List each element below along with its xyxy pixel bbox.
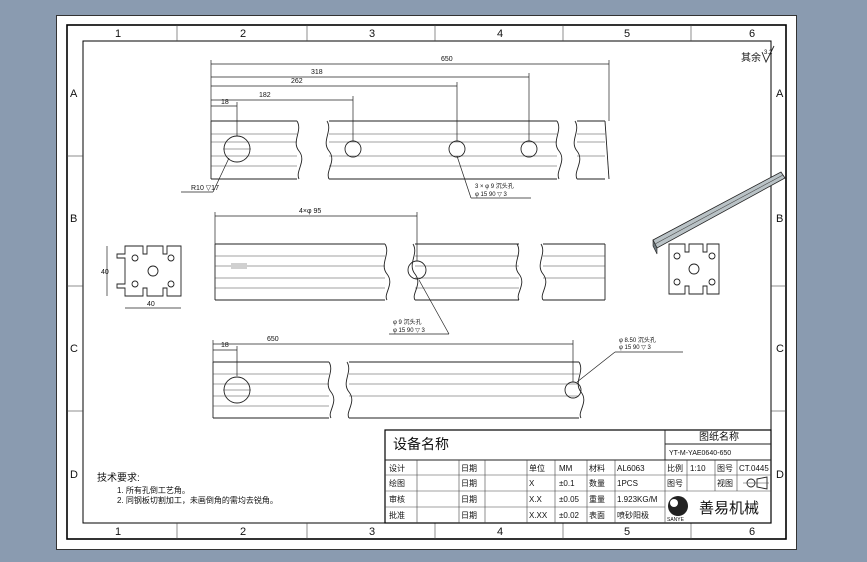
sheet-label: 视图 [717,478,733,488]
title-block: 设备名称 图纸名称 YT-M-YAE0640-650 设计 日期 单位 MM 材… [384,429,772,524]
technical-requirements: 技术要求: 1. 所有孔倒工艺角。 2. 同钢板切割加工，未画倒角的需均去锐角。 [97,471,278,505]
row-role-1: 设计 [389,463,405,473]
zone-col-5: 5 [624,28,630,40]
roughness-label: 其余 [741,51,761,64]
drawing-code: YT-M-YAE0640-650 [669,450,731,457]
roughness-symbol: 其余 3.2 [741,45,775,64]
dim-section-width: 40 [147,301,155,308]
zone-ticks [67,25,786,539]
zone-col-6: 6 [749,28,755,40]
note-bottom-counterbore-1: φ 8.50 沉头孔 [619,336,656,344]
row-qtylabel-4: X.XX [529,511,548,520]
top-view: 650 318 262 182 18 R10 ▽17 3 × φ 9 沉头孔 φ… [181,56,610,199]
zone-row-d-right: D [776,469,784,481]
row-mat-1: AL6063 [617,464,645,473]
device-name: 设备名称 [393,436,449,452]
dim-mid-position: 4×φ 95 [299,208,321,215]
drawing-name-label: 图纸名称 [699,430,739,443]
dim-hole-2: 262 [291,78,303,85]
row-mat-4: 喷砂阳极 [617,510,649,520]
row-matlabel-1: 材料 [589,463,605,473]
row-matlabel-4: 表面 [589,510,605,520]
isometric-view [652,171,786,255]
row-qty-4: ±0.02 [559,511,580,520]
row-matlabel-2: 数量 [589,478,605,488]
zone-col-3-bottom: 3 [369,526,375,538]
dim-end-offset: 18 [221,99,229,106]
dim-bottom-length: 650 [267,336,279,343]
zone-row-b-right: B [776,213,783,225]
zone-col-1: 1 [115,28,121,40]
note-mid-counterbore-1: φ 9 沉头孔 [393,318,422,326]
roughness-value: 3.2 [764,50,773,56]
zone-col-1-bottom: 1 [115,526,121,538]
dim-bottom-offset: 18 [221,342,229,349]
row-qty-3: ±0.05 [559,495,580,504]
zone-row-c-right: C [776,343,784,355]
row-mat-3: 1.923KG/M [617,495,658,504]
scale-label: 比例 [667,463,683,473]
dim-hole-3: 318 [311,69,323,76]
dim-hole-1: 182 [259,92,271,99]
zone-row-a: A [70,88,78,100]
row-qtylabel-2: X [529,479,535,488]
note-counterbore-2: φ 15 90 ▽ 3 [475,192,508,198]
dim-section-height: 40 [101,269,109,276]
tech-req-title: 技术要求: [97,471,140,484]
zone-row-b: B [70,213,77,225]
zone-row-c: C [70,343,78,355]
tech-req-item-1: 1. 所有孔倒工艺角。 [117,485,190,495]
row-date-3: 日期 [461,495,477,504]
drawing-sheet: 1 2 3 4 5 6 1 2 3 4 5 6 A B C D A B C D … [56,15,797,550]
row-date-2: 日期 [461,479,477,488]
drawing-number: CT.0445 [739,464,769,473]
zone-col-3: 3 [369,28,375,40]
projection-symbol-icon [743,476,769,490]
zone-col-6-bottom: 6 [749,526,755,538]
note-bottom-counterbore-2: φ 15 90 ▽ 3 [619,345,652,351]
outer-frame [66,24,787,540]
company-logo-icon: SANYE [667,496,688,523]
row-date-4: 日期 [461,511,477,520]
zone-col-4: 4 [497,28,503,40]
row-qtylabel-1: 单位 [529,463,545,473]
note-counterbore-1: 3 × φ 9 沉头孔 [475,182,514,190]
row-role-2: 绘图 [389,478,405,488]
counterbore-hole-3 [520,140,538,158]
zone-col-5-bottom: 5 [624,526,630,538]
row-qtylabel-3: X.X [529,495,543,504]
middle-view: 4×φ 95 φ 9 沉头孔 φ 15 90 ▽ 3 [214,208,606,335]
note-tap-hole: R10 ▽17 [191,185,219,192]
row-role-4: 批准 [389,510,405,520]
counterbore-hole-1 [344,140,362,158]
zone-row-d: D [70,469,78,481]
row-matlabel-3: 重量 [589,494,605,504]
technical-drawing: 1 2 3 4 5 6 1 2 3 4 5 6 A B C D A B C D … [66,24,787,540]
row-qty-2: ±0.1 [559,479,575,488]
profile-section-right [668,243,720,295]
row-date-1: 日期 [461,464,477,473]
scale-value: 1:10 [690,464,706,473]
dim-total-length: 650 [441,56,453,63]
zone-row-a-right: A [776,88,784,100]
counterbore-hole-bottom [564,381,582,399]
profile-section-left: 40 40 [101,245,182,309]
bottom-view: 650 18 φ 8.50 沉头孔 φ 15 90 ▽ 3 [212,336,683,419]
zone-col-2: 2 [240,28,246,40]
row-role-3: 审核 [389,494,405,504]
note-mid-counterbore-2: φ 15 90 ▽ 3 [393,328,426,334]
counterbore-hole-2 [448,140,466,158]
tech-req-item-2: 2. 同钢板切割加工，未画倒角的需均去锐角。 [117,495,278,505]
sheet-label-left: 图号 [667,479,683,488]
zone-col-2-bottom: 2 [240,526,246,538]
zone-col-4-bottom: 4 [497,526,503,538]
unit-label: 图号 [717,464,733,473]
logo-text: SANYE [667,517,685,523]
row-qty-1: MM [559,464,573,473]
company-name: 善易机械 [699,500,759,517]
row-mat-2: 1PCS [617,479,638,488]
